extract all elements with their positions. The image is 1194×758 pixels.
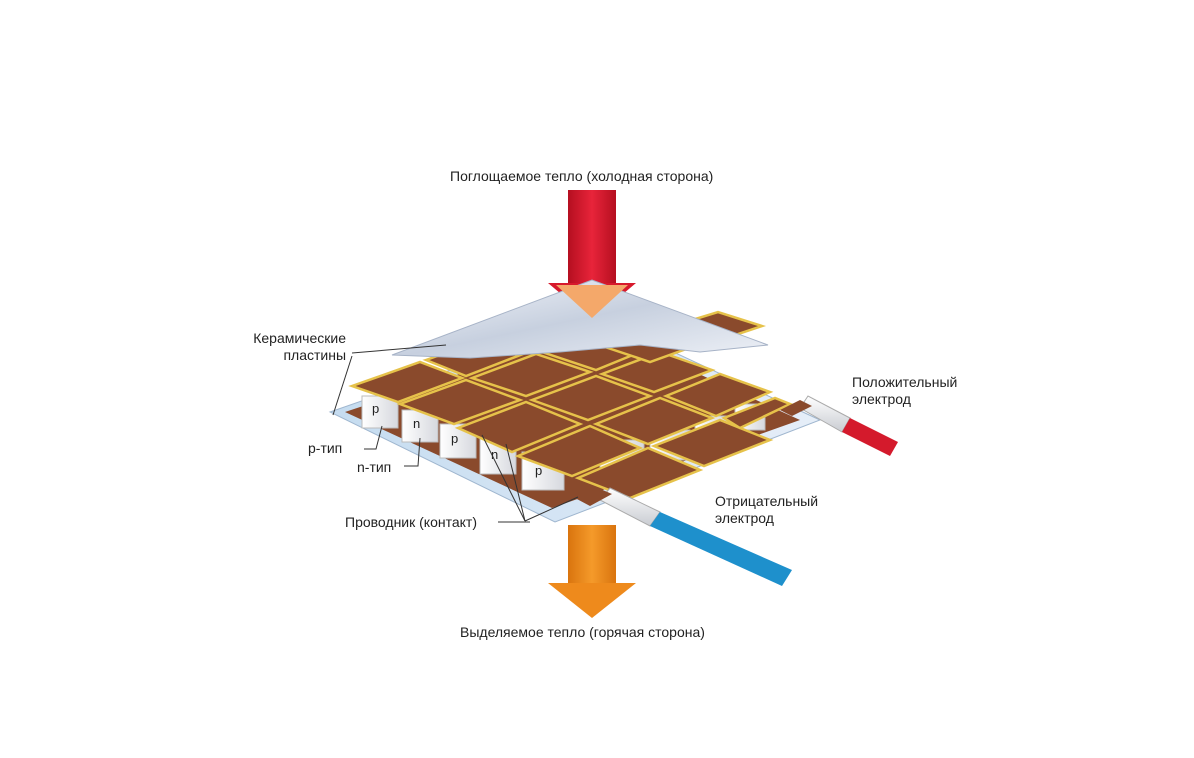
negative-electrode-label: Отрицательный электрод: [715, 493, 819, 526]
ceramic-leader-top: [351, 344, 447, 354]
p-type-leader: [364, 425, 383, 450]
ceramic-plates-label: Керамические пластины: [253, 330, 346, 363]
cold-arrow-head: [556, 285, 628, 318]
hot-heat-arrow: [548, 525, 636, 618]
n-type-label: n-тип: [357, 459, 392, 475]
leader-lines: [332, 344, 579, 523]
positive-electrode-wire: [780, 395, 898, 456]
conductor-leader-3: [524, 496, 579, 522]
leg-letters: p n p n p: [372, 401, 542, 478]
conductor-label: Проводник (контакт): [345, 514, 477, 530]
leg-letter-n-2: n: [491, 447, 498, 462]
conductor-leader-2: [505, 443, 526, 522]
p-type-label: p-тип: [308, 440, 343, 456]
n-type-leader: [404, 437, 421, 467]
leg-letter-p-3: p: [535, 463, 542, 478]
positive-electrode-label: Положительный электрод: [852, 374, 958, 407]
conductor-leader-1: [481, 434, 526, 522]
leg-letter-p-2: p: [451, 431, 458, 446]
released-heat-label: Выделяемое тепло (горячая сторона): [460, 624, 705, 640]
absorbed-heat-label: Поглощаемое тепло (холодная сторона): [450, 168, 714, 184]
leg-letter-n-1: n: [413, 416, 420, 431]
leg-letter-p-1: p: [372, 401, 379, 416]
ceramic-leader-bottom: [332, 355, 353, 416]
negative-electrode-wire: [575, 487, 792, 586]
